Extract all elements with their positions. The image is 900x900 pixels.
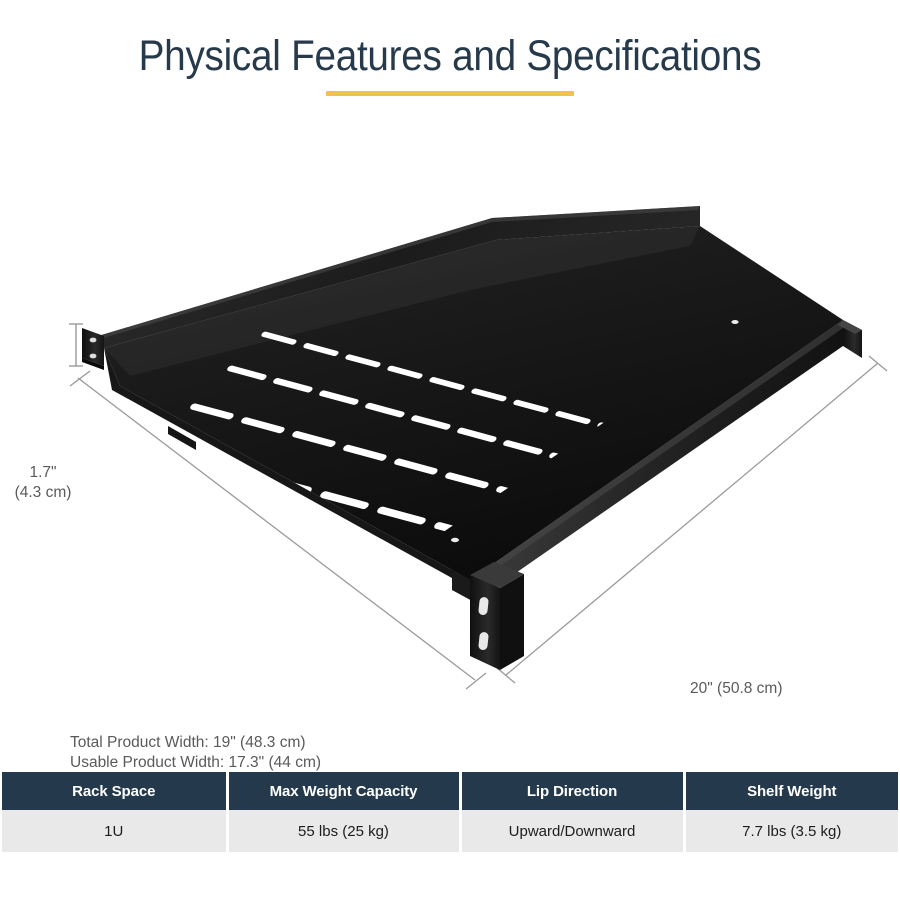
shelf-back-lip [98, 206, 700, 348]
product-illustration: 1.7" (4.3 cm) Total Product Width: 19" (… [0, 150, 900, 771]
page-title: Physical Features and Specifications [138, 32, 762, 80]
shelf-deck-sheen [104, 226, 700, 376]
specifications-table: Rack Space Max Weight Capacity Lip Direc… [2, 772, 898, 852]
rack-shelf-drawing [69, 206, 888, 690]
height-dimension-cm: (4.3 cm) [14, 483, 72, 501]
depth-dimension-label: 20" (50.8 cm) [690, 680, 783, 697]
shelf-deck [104, 226, 843, 580]
width-dimension-line [69, 370, 487, 690]
height-dimension-line [69, 323, 83, 367]
depth-dimension-line [496, 355, 888, 684]
deck-rivet-holes [221, 320, 739, 543]
cell-shelf-weight: 7.7 lbs (3.5 kg) [684, 810, 898, 852]
shelf-body [82, 206, 862, 670]
height-dimension-in: 1.7" [29, 464, 57, 481]
column-header-shelf-weight: Shelf Weight [684, 772, 898, 810]
shelf-front-return [452, 570, 474, 602]
right-mounting-bracket [838, 320, 862, 358]
column-header-rack-space: Rack Space [2, 772, 229, 810]
table-row: 1U 55 lbs (25 kg) Upward/Downward 7.7 lb… [2, 810, 898, 852]
title-accent-underline [326, 91, 574, 97]
shelf-left-edge [104, 348, 470, 588]
width-dimension-label: Total Product Width: 19" (48.3 cm) Usabl… [70, 733, 321, 773]
title-block: Physical Features and Specifications [0, 32, 900, 97]
rear-mounting-bracket [82, 328, 104, 370]
usable-width-text: Usable Product Width: 17.3" (44 cm) [70, 753, 322, 771]
front-mounting-bracket [470, 562, 524, 670]
column-header-lip-direction: Lip Direction [460, 772, 686, 810]
cell-rack-space: 1U [2, 810, 229, 852]
height-dimension-label: 1.7" (4.3 cm) [14, 463, 72, 503]
shelf-left-tab [168, 426, 196, 450]
table-header-row: Rack Space Max Weight Capacity Lip Direc… [2, 772, 898, 810]
cell-lip-direction: Upward/Downward [460, 810, 686, 852]
cell-max-weight-capacity: 55 lbs (25 kg) [227, 810, 462, 852]
column-header-max-weight-capacity: Max Weight Capacity [227, 772, 462, 810]
total-width-text: Total Product Width: 19" (48.3 cm) [70, 734, 306, 751]
dimension-lines [69, 323, 888, 690]
shelf-front-face-shade [470, 320, 843, 587]
